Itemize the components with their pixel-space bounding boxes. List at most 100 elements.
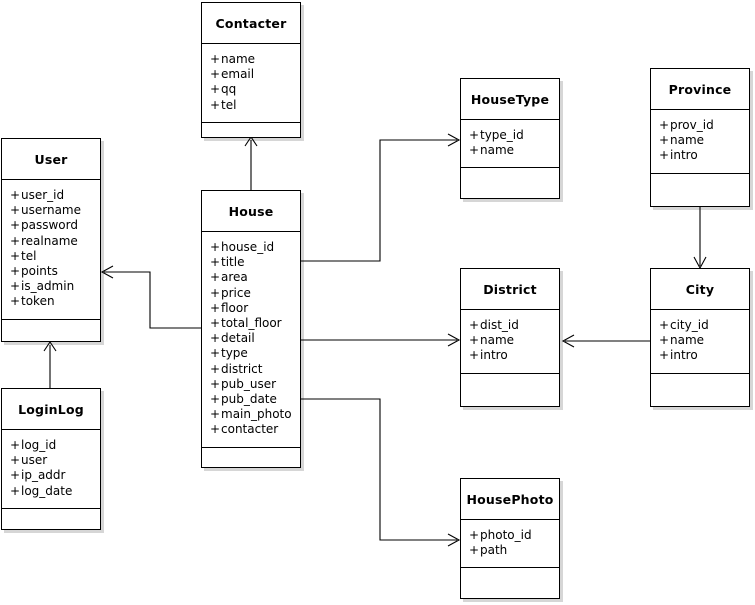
visibility-marker: + (469, 348, 480, 363)
visibility-marker: + (659, 348, 670, 363)
uml-attribute-compartment: +name+email+qq+tel (202, 44, 300, 123)
visibility-marker: + (10, 203, 21, 218)
uml-class-loginlog[interactable]: LoginLog+log_id+user+ip_addr+log_date (1, 388, 101, 530)
relationship-house-district[interactable] (301, 333, 461, 347)
relationship-house-housetype[interactable] (301, 133, 461, 262)
attribute-name: user_id (21, 188, 65, 202)
visibility-marker: + (210, 270, 221, 285)
uml-attribute-compartment: +prov_id+name+intro (651, 110, 749, 174)
visibility-marker: + (10, 279, 21, 294)
visibility-marker: + (10, 438, 21, 452)
attribute-name: token (21, 294, 55, 309)
uml-attribute-compartment: +photo_id+path (461, 520, 559, 569)
uml-operation-compartment (2, 509, 100, 531)
uml-class-district[interactable]: District+dist_id+name+intro (460, 268, 560, 407)
uml-attribute: +tel (2, 249, 100, 264)
uml-attribute: +type_id (461, 128, 559, 143)
uml-class-province[interactable]: Province+prov_id+name+intro (650, 68, 750, 207)
attribute-name: title (221, 255, 245, 270)
uml-attribute-compartment: +type_id+name (461, 120, 559, 169)
uml-attribute: +pub_user (202, 377, 300, 392)
attribute-name: floor (221, 300, 249, 315)
uml-class-name: City (651, 269, 749, 310)
uml-class-housetype[interactable]: HouseType+type_id+name (460, 78, 560, 199)
uml-attribute: +path (461, 543, 559, 558)
uml-attribute: +user (2, 453, 100, 468)
uml-attribute: +intro (651, 148, 749, 163)
uml-class-name: HouseType (461, 79, 559, 120)
uml-attribute: +token (2, 294, 100, 309)
uml-class-housephoto[interactable]: HousePhoto+photo_id+path (460, 478, 560, 599)
uml-attribute: +total_floor (202, 316, 300, 331)
relationship-province-city[interactable] (693, 207, 707, 270)
uml-attribute-compartment: +city_id+name+intro (651, 310, 749, 374)
uml-operation-compartment (461, 568, 559, 590)
visibility-marker: + (469, 318, 480, 332)
relationship-house-housephoto[interactable] (301, 398, 461, 547)
visibility-marker: + (659, 333, 670, 348)
uml-attribute: +city_id (651, 318, 749, 333)
attribute-name: points (21, 264, 58, 279)
uml-class-name: District (461, 269, 559, 310)
attribute-name: log_date (21, 483, 73, 498)
uml-operation-compartment (651, 174, 749, 196)
attribute-name: name (480, 333, 515, 348)
visibility-marker: + (210, 392, 221, 407)
attribute-name: dist_id (480, 318, 519, 332)
relationship-house-user[interactable] (100, 265, 201, 329)
attribute-name: user (21, 453, 48, 468)
visibility-marker: + (210, 97, 221, 112)
visibility-marker: + (10, 483, 21, 498)
uml-attribute: +price (202, 286, 300, 301)
visibility-marker: + (210, 255, 221, 270)
uml-class-name: Contacter (202, 3, 300, 44)
uml-attribute: +ip_addr (2, 468, 100, 483)
uml-attribute: +realname (2, 234, 100, 249)
attribute-name: intro (480, 348, 508, 363)
visibility-marker: + (210, 346, 221, 361)
uml-class-house[interactable]: House+house_id+title+area+price+floor+to… (201, 190, 301, 468)
uml-class-contacter[interactable]: Contacter+name+email+qq+tel (201, 2, 301, 138)
attribute-name: price (221, 285, 251, 300)
uml-attribute: +district (202, 362, 300, 377)
relationship-city-district[interactable] (561, 334, 650, 348)
uml-attribute-compartment: +log_id+user+ip_addr+log_date (2, 430, 100, 509)
relationship-loginlog-user[interactable] (43, 341, 57, 388)
relationship-house-contacter[interactable] (244, 136, 258, 190)
uml-attribute: +name (461, 143, 559, 158)
uml-operation-compartment (202, 448, 300, 470)
uml-attribute: +name (202, 52, 300, 67)
visibility-marker: + (10, 218, 21, 233)
attribute-name: type (221, 346, 248, 361)
visibility-marker: + (469, 128, 480, 142)
attribute-name: city_id (670, 318, 709, 332)
attribute-name: district (221, 361, 263, 376)
uml-attribute-compartment: +user_id+username+password+realname+tel+… (2, 180, 100, 320)
uml-attribute: +name (651, 133, 749, 148)
uml-class-city[interactable]: City+city_id+name+intro (650, 268, 750, 407)
attribute-name: house_id (221, 240, 275, 254)
uml-attribute: +intro (651, 348, 749, 363)
visibility-marker: + (210, 361, 221, 376)
attribute-name: type_id (480, 128, 524, 142)
attribute-name: tel (21, 248, 37, 263)
attribute-name: intro (670, 148, 698, 163)
uml-class-name: User (2, 139, 100, 180)
visibility-marker: + (210, 376, 221, 391)
uml-attribute: +photo_id (461, 528, 559, 543)
uml-attribute: +name (651, 333, 749, 348)
attribute-name: detail (221, 331, 255, 346)
visibility-marker: + (10, 453, 21, 468)
uml-attribute: +detail (202, 331, 300, 346)
visibility-marker: + (469, 333, 480, 348)
visibility-marker: + (210, 240, 221, 254)
attribute-name: log_id (21, 438, 57, 452)
attribute-name: is_admin (21, 279, 75, 294)
visibility-marker: + (10, 294, 21, 309)
attribute-name: ip_addr (21, 468, 66, 483)
uml-attribute: +type (202, 346, 300, 361)
attribute-name: pub_user (221, 376, 277, 391)
uml-class-user[interactable]: User+user_id+username+password+realname+… (1, 138, 101, 342)
visibility-marker: + (210, 407, 221, 422)
